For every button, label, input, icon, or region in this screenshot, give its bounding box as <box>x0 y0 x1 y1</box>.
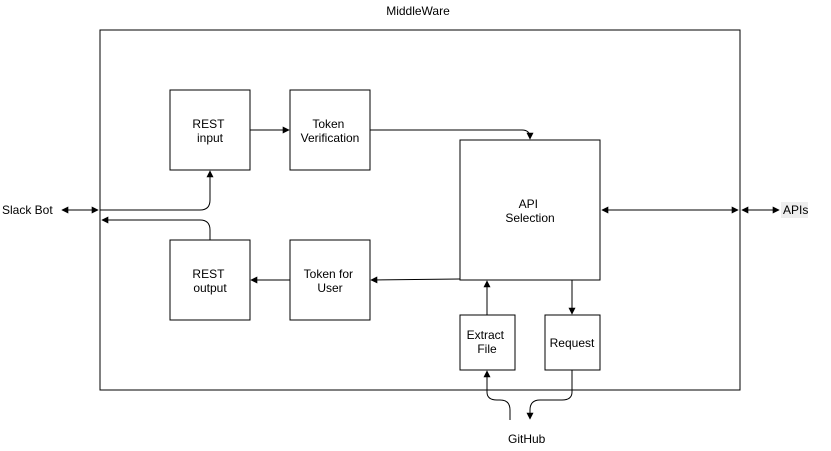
extract-file-line-1: Extract <box>467 328 505 342</box>
svg-text:REST output: REST output <box>192 267 227 295</box>
token-for-user-line-2: User <box>317 281 342 295</box>
extract-file-line-2: File <box>477 342 497 356</box>
edge-token-verification-to-api-selection <box>370 129 534 140</box>
rest-output-line-1: REST <box>192 267 225 281</box>
token-verification-line-1: Token <box>312 117 344 131</box>
node-request: Request <box>544 314 601 371</box>
token-verification-line-2: Verification <box>301 131 360 145</box>
svg-text:REST input: REST input <box>192 117 227 145</box>
rest-output-line-2: output <box>193 281 227 295</box>
node-token-verification: Token Verification <box>289 89 371 171</box>
node-api-selection: API Selection <box>459 139 601 281</box>
token-for-user-line-1: Token for <box>304 267 353 281</box>
svg-text:Extract File: Extract File <box>467 328 508 356</box>
edge-request-to-github <box>526 370 573 420</box>
github-label: GitHub <box>508 432 546 446</box>
edge-github-to-extract-file <box>483 370 511 420</box>
apis-label: APIs <box>783 203 808 217</box>
slack-bot-label: Slack Bot <box>2 203 53 217</box>
svg-text:Token Verification: Token Verification <box>301 117 360 145</box>
edge-from-rest-output <box>101 216 211 240</box>
api-selection-line-1: API <box>519 197 538 211</box>
node-rest-input: REST input <box>169 89 251 171</box>
container-title: MiddleWare <box>386 4 450 18</box>
node-token-for-user: Token for User <box>289 239 371 321</box>
node-extract-file: Extract File <box>459 314 516 371</box>
apis-label-highlight <box>781 202 808 218</box>
api-selection-line-2: Selection <box>505 211 554 225</box>
edge-to-rest-input <box>100 170 214 211</box>
svg-text:Token for User: Token for User <box>304 267 357 295</box>
rest-input-line-2: input <box>197 131 224 145</box>
request-label: Request <box>550 336 595 350</box>
svg-text:API Selection: API Selection <box>505 197 554 225</box>
edge-api-selection-to-token-for-user <box>370 276 461 284</box>
rest-input-line-1: REST <box>192 117 225 131</box>
node-rest-output: REST output <box>169 239 251 321</box>
